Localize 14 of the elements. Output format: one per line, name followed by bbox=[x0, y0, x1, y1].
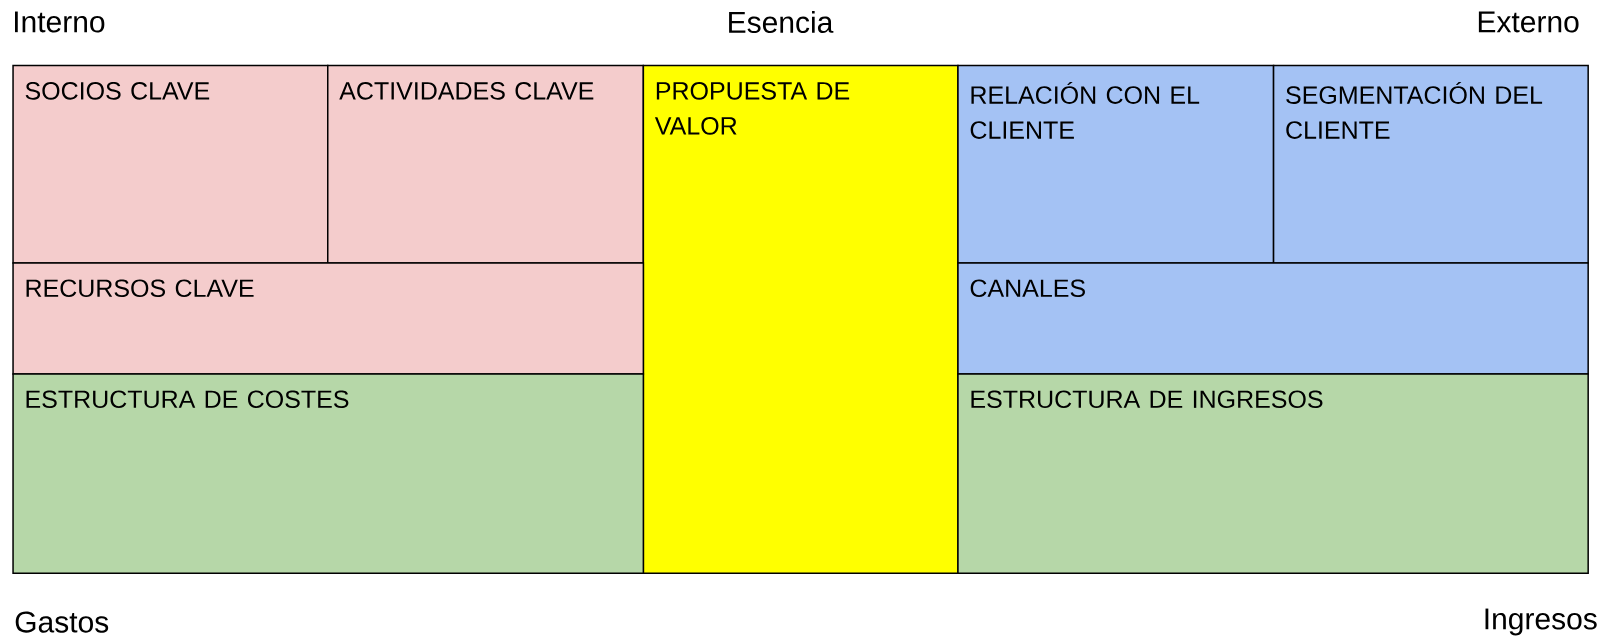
canvas-cell: SEGMENTACIÓN DEL CLIENTE bbox=[1272, 64, 1589, 264]
heading-label: Ingresos bbox=[1485, 608, 1597, 636]
heading-label: Gastos bbox=[15, 611, 109, 633]
canvas-cell: SOCIOS CLAVE bbox=[12, 64, 329, 264]
heading-label: Interno bbox=[15, 11, 105, 33]
canvas-cell: RECURSOS CLAVE bbox=[12, 262, 645, 375]
heading-label: Esencia bbox=[729, 11, 834, 33]
heading-label: Externo bbox=[1478, 11, 1579, 33]
canvas-cell: CANALES bbox=[957, 262, 1589, 375]
canvas-cell: RELACIÓN CON EL CLIENTE bbox=[957, 64, 1275, 264]
canvas-cell: ESTRUCTURA DE COSTES bbox=[12, 373, 645, 575]
canvas-cell: PROPUESTA DE VALOR bbox=[642, 64, 959, 575]
canvas-cell: ESTRUCTURA DE INGRESOS bbox=[957, 373, 1589, 575]
canvas-cell: ACTIVIDADES CLAVE bbox=[327, 64, 645, 264]
